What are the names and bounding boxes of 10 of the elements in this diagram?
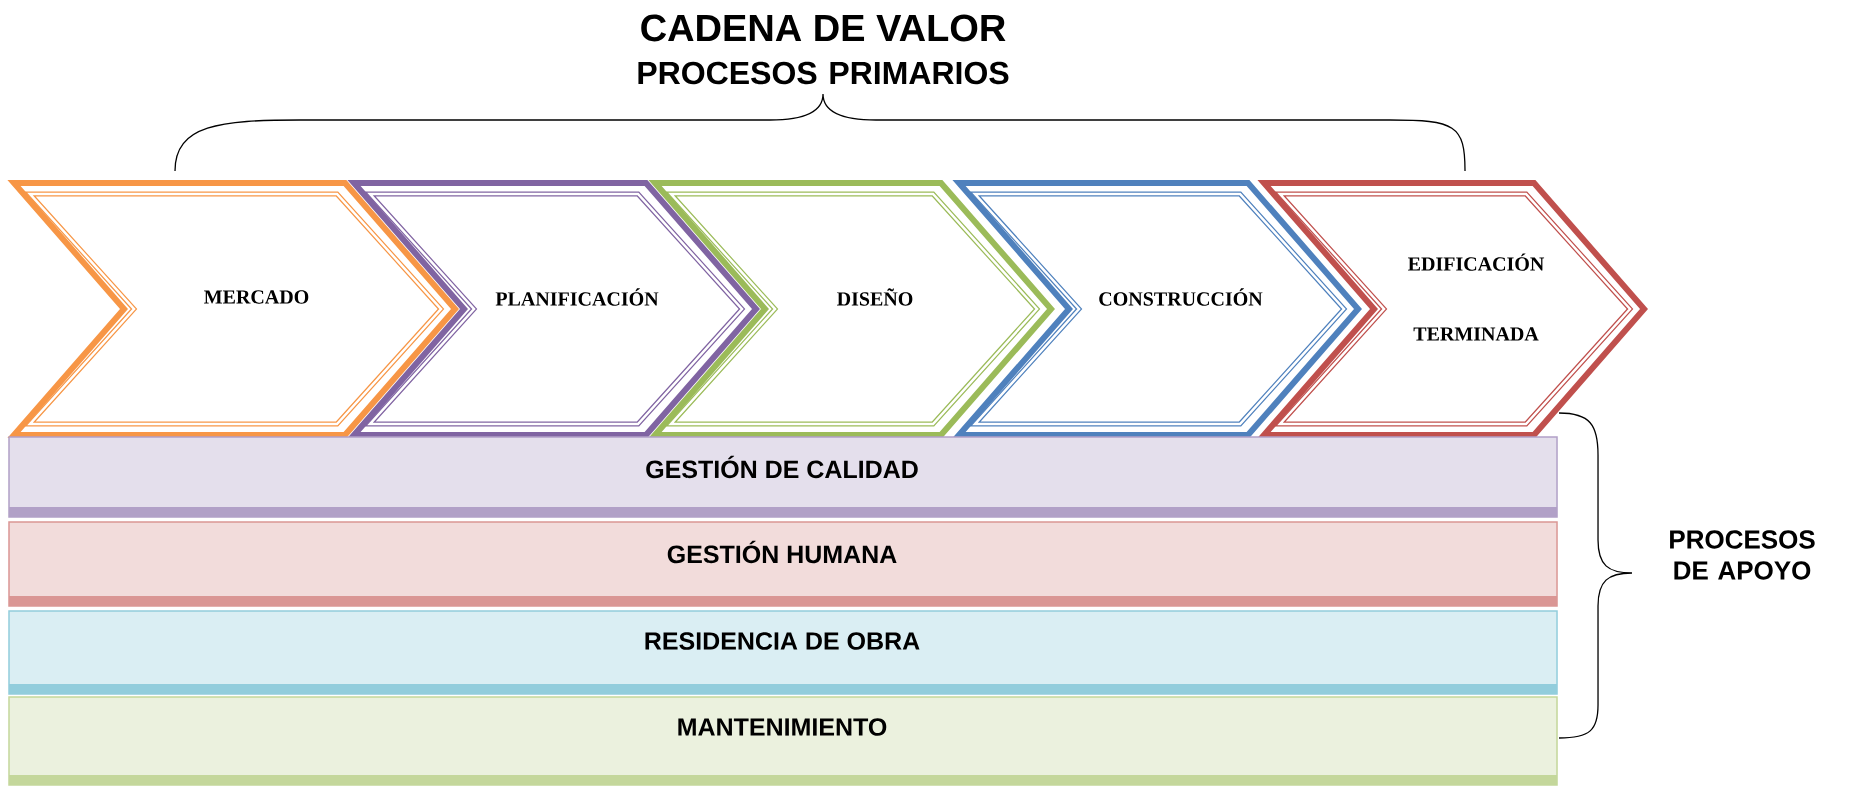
heading: PROCESOS DE APOYO: [1670, 530, 1815, 580]
heading: PROCESOS PRIMARIOS: [638, 61, 1009, 85]
process-band: GESTIÓN HUMANA: [8, 521, 1558, 607]
process-step: CONSTRUCCIÓN: [952, 180, 1362, 438]
process-band: RESIDENCIA DE OBRA: [8, 610, 1558, 695]
title: CADENA DE VALOR: [641, 14, 1006, 42]
process-step: PLANIFICACIÓN: [347, 180, 760, 438]
process-step: MERCADO: [7, 180, 459, 438]
process-band: MANTENIMIENTO: [8, 696, 1558, 786]
process-band: GESTIÓN DE CALIDAD: [8, 436, 1558, 518]
